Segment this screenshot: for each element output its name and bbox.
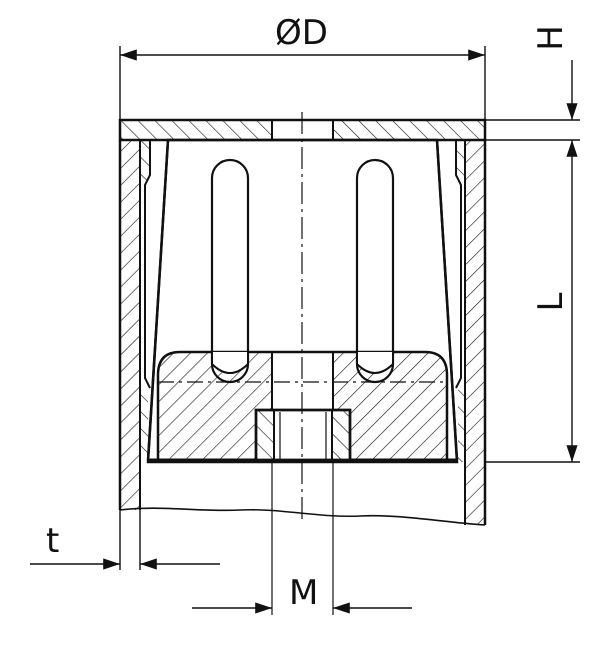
label-diameter: ØD: [275, 13, 328, 53]
plug-core-outline: [146, 138, 459, 464]
tube-wall-right: [464, 140, 487, 525]
label-height-head: H: [531, 25, 571, 51]
slot-right: [355, 158, 395, 384]
label-wall-thickness: t: [46, 521, 59, 561]
cap-flange: [118, 118, 487, 142]
dimension-length: [485, 140, 580, 463]
label-length: L: [531, 292, 571, 311]
dimension-height-head: [485, 60, 580, 141]
dimension-wall-thickness: [30, 510, 220, 570]
tube-wall-left: [118, 140, 141, 510]
dimension-diameter: [119, 46, 486, 120]
threaded-insert: [254, 408, 352, 462]
label-thread: M: [289, 573, 318, 613]
slot-left: [210, 158, 250, 384]
break-line: [119, 507, 486, 526]
